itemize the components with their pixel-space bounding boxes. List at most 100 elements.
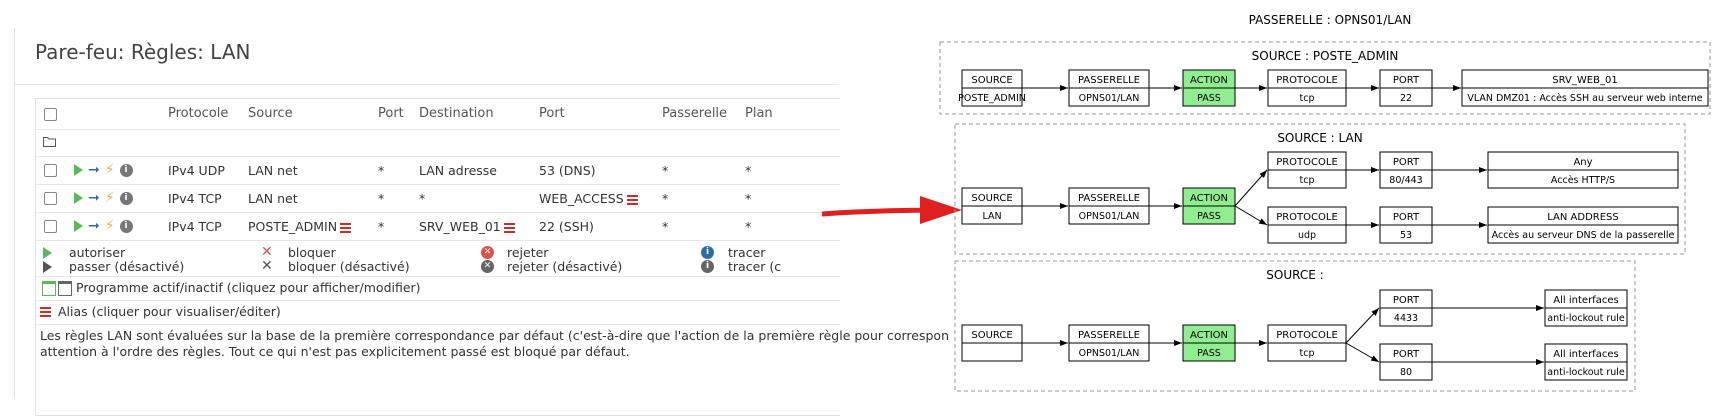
source-node-label: SOURCE [971, 75, 1012, 86]
pass-icon[interactable] [74, 192, 83, 204]
table-header: Protocole Source Port Destination Port P… [36, 99, 840, 130]
diagram-group: SOURCE : SOURCE PASSERELLE OPNS01/LAN ACTION… [954, 260, 1636, 392]
destination-node-label: LAN ADDRESS [1547, 212, 1619, 223]
col-source-port[interactable]: Port [378, 106, 404, 121]
rule-protocol: IPv4 UDP [168, 163, 225, 178]
port-node: PORT 80/443 [1379, 151, 1433, 189]
port-node-label: PORT [1393, 349, 1420, 360]
table-row[interactable]: ➞ ⚡ i IPv4 UDP LAN net * LAN adresse 53 … [36, 156, 840, 185]
folder-icon[interactable] [43, 136, 56, 147]
rule-checkbox[interactable] [44, 220, 57, 233]
gateway-node-value: OPNS01/LAN [1079, 348, 1140, 359]
action-node-value: PASS [1197, 211, 1221, 222]
edge [1345, 307, 1380, 344]
rule-checkbox[interactable] [44, 164, 57, 177]
col-protocol[interactable]: Protocole [168, 106, 229, 121]
source-node-value: LAN [982, 211, 1001, 222]
alias-list-icon[interactable] [340, 222, 352, 233]
rule-protocol: IPv4 TCP [168, 219, 222, 234]
destination-node-value: Accès au serveur DNS de la passerelle [1492, 230, 1675, 241]
page-title: Pare-feu: Règles: LAN [35, 40, 251, 64]
destination-node: LAN ADDRESS Accès au serveur DNS de la pa… [1487, 206, 1679, 244]
pass-icon[interactable] [74, 220, 83, 232]
quick-bolt-icon: ⚡ [104, 190, 115, 206]
port-node-value: 80/443 [1389, 175, 1422, 186]
rule-schedule: * [745, 219, 752, 234]
info-icon[interactable]: i [119, 163, 133, 177]
table-row[interactable]: ➞ ⚡ i IPv4 TCP POSTE_ADMIN * SRV_WEB_01 … [36, 212, 840, 241]
destination-node-label: All interfaces [1553, 295, 1618, 306]
gateway-node-label: PASSERELLE [1078, 330, 1140, 341]
rule-destination: * [419, 191, 426, 206]
group-title: SOURCE : LAN [1277, 131, 1362, 145]
alias-note: Alias (cliquer pour visualiser/éditer) [58, 304, 281, 319]
rule-destination: LAN adresse [419, 163, 497, 178]
destination-node-value: VLAN DMZ01 : Accès SSH au serveur web in… [1467, 93, 1702, 104]
col-source[interactable]: Source [248, 106, 293, 121]
direction-in-icon: ➞ [88, 218, 100, 234]
port-node-value: 53 [1400, 230, 1412, 241]
col-destination[interactable]: Destination [419, 106, 494, 121]
rule-source[interactable]: POSTE_ADMIN [248, 219, 338, 234]
log-icon: i [701, 246, 714, 259]
table-row[interactable]: ➞ ⚡ i IPv4 TCP LAN net * * WEB_ACCESS * … [36, 184, 840, 213]
source-node-label: SOURCE [971, 330, 1012, 341]
alias-list-icon[interactable] [626, 194, 638, 205]
legend-log: tracer [728, 245, 766, 260]
reject-disabled-icon: ✕ [481, 260, 494, 273]
pass-disabled-icon [43, 261, 52, 273]
rule-destination-wrap: SRV_WEB_01 [419, 219, 515, 234]
protocol-node-label: PROTOCOLE [1276, 212, 1338, 223]
info-icon[interactable]: i [119, 191, 133, 205]
protocol-node-value: tcp [1300, 93, 1315, 104]
rule-dest-port: 53 (DNS) [539, 163, 596, 178]
info-icon[interactable]: i [119, 219, 133, 233]
port-node-label: PORT [1393, 157, 1420, 168]
schedule-note: Programme actif/inactif (cliquez pour af… [76, 280, 421, 295]
col-schedule[interactable]: Plan [745, 106, 773, 121]
footer-line-1: Les règles LAN sont évaluées sur la base… [40, 328, 949, 343]
calendar-inactive-icon [58, 281, 72, 296]
legend-reject: rejeter [507, 245, 549, 260]
rule-schedule: * [745, 163, 752, 178]
col-dest-port[interactable]: Port [539, 106, 565, 121]
group-frame [939, 41, 1711, 115]
block-disabled-icon: ✕ [261, 258, 273, 274]
rule-destination[interactable]: SRV_WEB_01 [419, 219, 501, 234]
rule-source: LAN net [248, 163, 298, 178]
select-all-checkbox[interactable] [44, 108, 57, 121]
rules-table: Protocole Source Port Destination Port P… [35, 98, 949, 416]
group-title: SOURCE : [1266, 268, 1323, 282]
edge [1345, 342, 1380, 363]
gateway-node-value: OPNS01/LAN [1079, 211, 1140, 222]
rule-dest-port[interactable]: WEB_ACCESS [539, 191, 624, 206]
gateway-node-value: OPNS01/LAN [1079, 93, 1140, 104]
port-node-label: PORT [1393, 75, 1420, 86]
col-gateway[interactable]: Passerelle [662, 106, 728, 121]
alias-list-icon[interactable] [503, 222, 515, 233]
gateway-node-label: PASSERELLE [1078, 193, 1140, 204]
destination-node-label: Any [1573, 157, 1592, 168]
legend-block-disabled: bloquer (désactivé) [288, 259, 410, 274]
port-node-value: 22 [1400, 93, 1412, 104]
alias-list-icon [40, 307, 51, 317]
action-node-value: PASS [1197, 348, 1221, 359]
red-arrow [821, 196, 962, 224]
source-node: SOURCE [961, 324, 1023, 362]
protocol-node-value: tcp [1300, 348, 1315, 359]
pass-icon[interactable] [74, 164, 83, 176]
rule-checkbox[interactable] [44, 192, 57, 205]
pass-icon [43, 247, 52, 259]
gateway-node: PASSERELLE OPNS01/LAN [1068, 324, 1150, 362]
